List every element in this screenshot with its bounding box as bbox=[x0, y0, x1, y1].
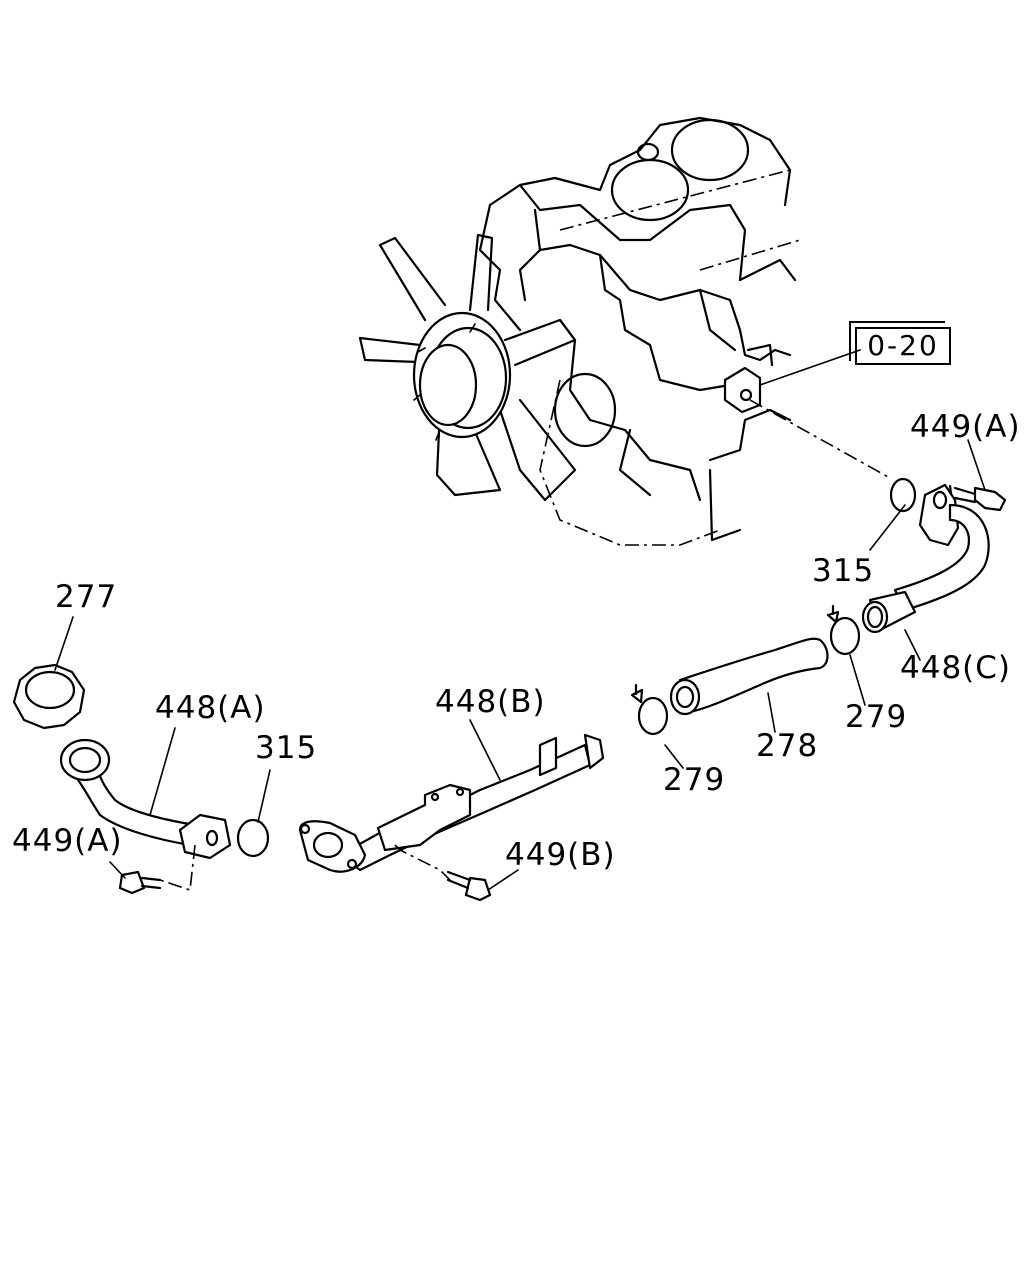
leader-ref bbox=[759, 349, 861, 386]
part-278 bbox=[669, 637, 829, 716]
callout-278: 278 bbox=[756, 728, 819, 764]
callout-448b: 448(B) bbox=[435, 684, 546, 720]
callout-449a-right: 449(A) bbox=[910, 409, 1021, 445]
callout-315-right: 315 bbox=[812, 553, 875, 589]
part-277 bbox=[12, 663, 86, 730]
part-448c bbox=[861, 483, 990, 634]
reference-box-0-20[interactable]: 0-20 bbox=[849, 321, 951, 365]
part-279-right bbox=[826, 604, 861, 656]
part-448a bbox=[59, 738, 232, 892]
callout-277: 277 bbox=[55, 579, 118, 615]
callout-448c: 448(C) bbox=[900, 650, 1012, 686]
callout-279-right: 279 bbox=[845, 699, 908, 735]
callout-279-left: 279 bbox=[663, 762, 726, 798]
callout-449a-left: 449(A) bbox=[12, 823, 123, 859]
engine-block bbox=[478, 116, 801, 546]
callout-449b: 449(B) bbox=[505, 837, 616, 873]
leader-lines bbox=[54, 439, 986, 891]
cooling-fan bbox=[358, 233, 577, 502]
part-449a-right bbox=[948, 484, 1007, 512]
part-448b bbox=[298, 733, 605, 881]
callout-448a: 448(A) bbox=[155, 690, 266, 726]
callout-315-left: 315 bbox=[255, 730, 318, 766]
part-449a-left bbox=[118, 870, 162, 895]
part-315-left bbox=[236, 818, 270, 858]
part-315-right bbox=[889, 477, 917, 513]
part-279-left bbox=[630, 683, 669, 736]
part-449b bbox=[446, 870, 492, 902]
